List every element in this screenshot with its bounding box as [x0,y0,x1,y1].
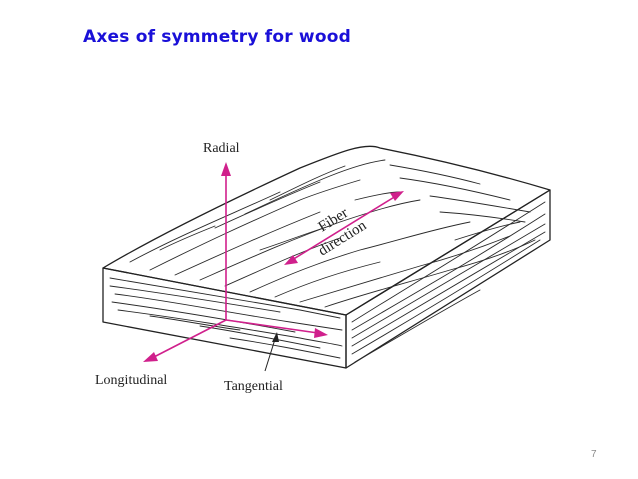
tangential-leader-arrowhead [272,332,279,342]
fiber-arrowhead-upper [390,191,404,201]
side-face-grain [351,201,546,363]
radial-arrowhead [221,162,231,176]
radial-label: Radial [203,141,240,156]
slide-title: Axes of symmetry for wood [83,27,351,47]
axes [143,162,404,362]
page-number: 7 [591,449,597,460]
longitudinal-arrowhead [143,352,158,362]
fiber-direction-arrow [291,195,397,261]
wood-block-top-face [102,145,551,316]
longitudinal-label: Longitudinal [95,373,167,388]
tangential-axis [225,319,319,334]
front-face-grain [109,277,343,359]
fiber-arrowhead-lower [284,255,298,265]
tangential-label: Tangential [224,379,283,394]
tangential-arrowhead [314,328,328,338]
longitudinal-axis [151,319,227,359]
